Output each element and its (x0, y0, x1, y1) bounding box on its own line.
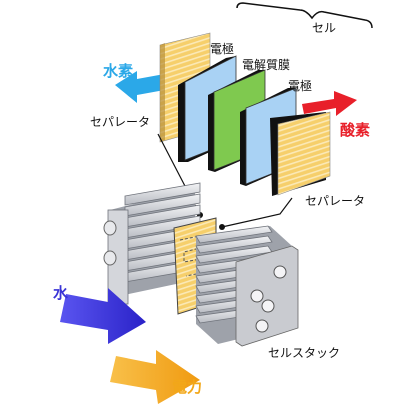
electricity-arrow (110, 350, 200, 404)
water-arrow (60, 288, 146, 344)
electrolyte-membrane-label: 電解質膜 (242, 58, 291, 72)
water-label: 水 (53, 284, 69, 302)
cell-brace (236, 2, 373, 29)
hydrogen-arrow (115, 71, 170, 103)
electrode-bottom-label: 電極 (288, 79, 313, 93)
cell-stack-label: セルスタック (268, 346, 341, 360)
electricity-label: 電力 (172, 378, 203, 396)
connector-right (221, 197, 293, 228)
separator-left-label: セパレータ (90, 115, 151, 129)
separator-right-label: セパレータ (305, 194, 366, 208)
electrode-top-label: 電極 (210, 42, 235, 56)
oxygen-arrow (302, 91, 357, 116)
cell-label: セル (312, 21, 337, 35)
oxygen-label: 酸素 (340, 121, 371, 139)
hydrogen-label: 水素 (103, 62, 134, 80)
cell-stack-right-block (195, 225, 299, 347)
separator-right (277, 111, 331, 196)
